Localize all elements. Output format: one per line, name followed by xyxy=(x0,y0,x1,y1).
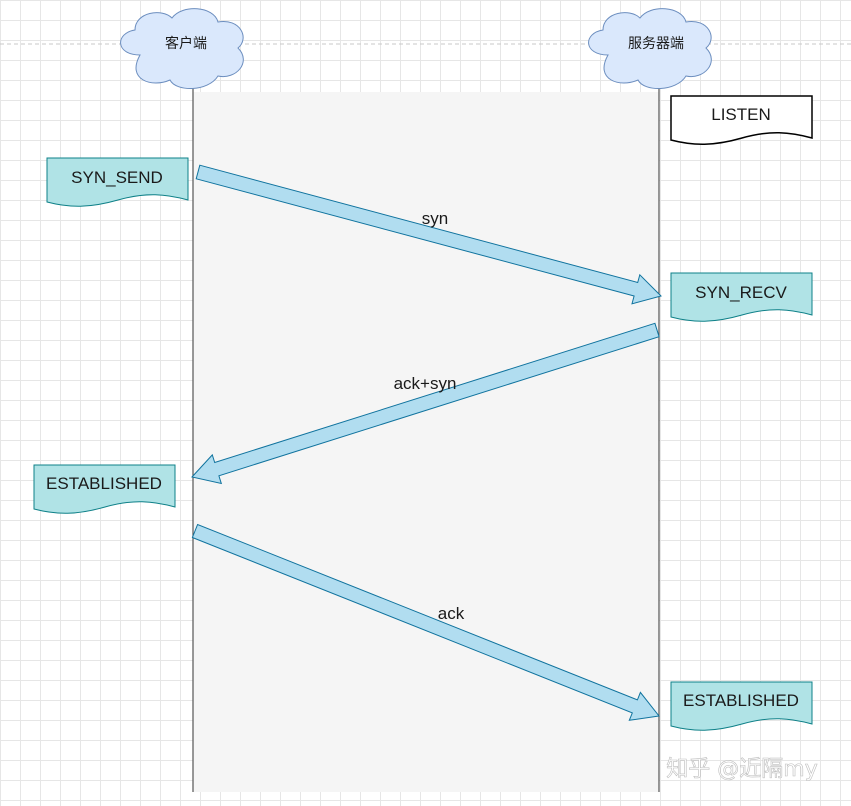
server-cloud[interactable]: 服务器端 xyxy=(588,8,712,90)
client-cloud[interactable]: 客户端 xyxy=(120,8,244,90)
state-syn-send[interactable]: SYN_SEND xyxy=(46,157,189,207)
state-syn-send-label: SYN_SEND xyxy=(71,168,163,187)
client-label: 客户端 xyxy=(165,35,207,51)
state-syn-recv-label: SYN_RECV xyxy=(695,283,787,302)
ack-syn-arrow[interactable] xyxy=(191,322,660,485)
state-server-established[interactable]: ESTABLISHED xyxy=(670,681,813,731)
lifeline-region xyxy=(193,92,659,792)
watermark: 知乎 @近隔my xyxy=(666,757,817,782)
message-syn-label: syn xyxy=(422,209,448,228)
state-client-established[interactable]: ESTABLISHED xyxy=(33,464,176,514)
arrow-layer xyxy=(191,164,662,721)
ack-arrow[interactable] xyxy=(191,523,660,721)
state-syn-recv[interactable]: SYN_RECV xyxy=(670,272,813,322)
syn-arrow[interactable] xyxy=(195,164,662,305)
state-client-established-label: ESTABLISHED xyxy=(46,474,162,493)
state-listen-label: LISTEN xyxy=(711,105,771,124)
state-listen[interactable]: LISTEN xyxy=(670,95,813,146)
message-ack-label: ack xyxy=(438,604,465,623)
state-server-established-label: ESTABLISHED xyxy=(683,691,799,710)
server-label: 服务器端 xyxy=(628,35,684,51)
message-ack-syn-label: ack+syn xyxy=(394,374,457,393)
